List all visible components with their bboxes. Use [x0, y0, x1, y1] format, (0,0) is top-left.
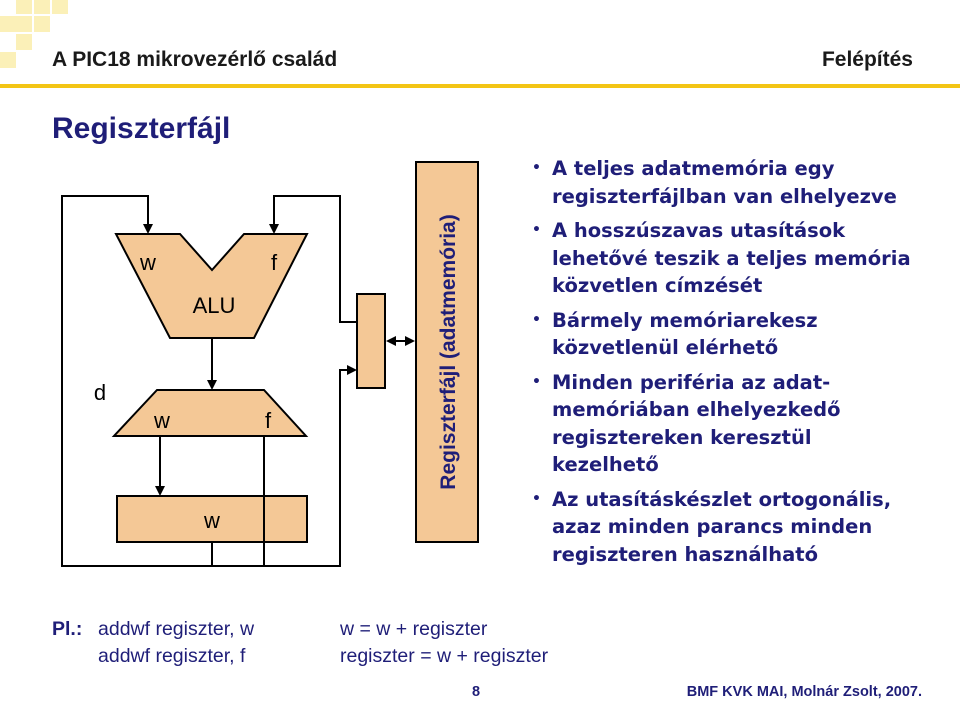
example-prefix: Pl.:: [52, 618, 83, 640]
decor-square: [52, 0, 68, 14]
bullet-item: • Minden periféria az adat-memóriában elh…: [532, 369, 952, 479]
bullet-item: • Az utasításkészlet ortogonális, azaz min…: [532, 486, 952, 569]
mux-to-regfile-wire: [263, 365, 357, 567]
bullet-item: • Bármely memóriarekesz közvetlenül elérhe…: [532, 307, 952, 362]
footer-credit: BMF KVK MAI, Molnár Zsolt, 2007.: [686, 684, 922, 700]
bullet-dot-icon: •: [532, 222, 541, 238]
bullet-list: • A teljes adatmemória egy regiszterfájlba…: [532, 155, 952, 575]
example-instruction-2: addwf regiszter, f: [98, 645, 246, 667]
bullet-line: kezelhető: [552, 453, 659, 476]
decor-square: [16, 0, 32, 14]
page-number: 8: [472, 684, 481, 700]
w-register-box: [116, 495, 308, 543]
alu-input-f-label: f: [271, 250, 278, 275]
bullet-item: • A teljes adatmemória egy regiszterfájlba…: [532, 155, 952, 210]
mux-shape: [111, 389, 309, 437]
w-register-label: w: [203, 508, 220, 533]
bullet-item: • A hosszúszavas utasítások lehetővé teszi…: [532, 217, 952, 300]
header-divider: [0, 84, 960, 88]
bullet-dot-icon: •: [532, 490, 541, 507]
mux-f-label: f: [265, 408, 272, 433]
bullet-dot-icon: •: [532, 311, 541, 328]
bullet-dot-icon: •: [532, 160, 541, 176]
bullet-line: Az utasításkészlet ortogonális,: [552, 487, 892, 511]
address-box: [356, 293, 386, 389]
regfile-to-alu-wire: [269, 195, 357, 323]
register-file-label: Regiszterfájl (adatmemória): [437, 214, 460, 489]
alu-label: ALU: [193, 293, 236, 318]
example-instruction-1: addwf regiszter, w: [98, 618, 255, 640]
bullet-dot-icon: •: [532, 373, 541, 390]
example-result-2: regiszter = w + regiszter: [340, 645, 549, 667]
decor-square: [16, 34, 32, 50]
bullet-line: regiszteren használható: [552, 542, 818, 566]
example-result-1: w = w + regiszter: [340, 618, 488, 640]
register-file-box: [415, 161, 479, 543]
decor-square: [16, 16, 32, 32]
slide-title: Regiszterfájl: [52, 112, 231, 145]
bullet-line: közvetlenül elérhető: [552, 336, 779, 359]
header-section: Felépítés: [821, 48, 913, 71]
bullet-line: memóriában elhelyezkedő: [552, 398, 841, 421]
decor-square: [0, 16, 16, 32]
bullet-line: Minden periféria az adat-: [552, 370, 831, 394]
bullet-line: közvetlen címzését: [552, 274, 763, 297]
bullet-line: Bármely memóriarekesz: [552, 308, 818, 332]
bullet-line: A hosszúszavas utasítások: [552, 219, 846, 242]
decor-square: [34, 16, 50, 32]
decor-square: [0, 52, 16, 68]
bullet-line: lehetővé teszik a teljes memória: [552, 246, 911, 270]
d-label: d: [94, 380, 106, 405]
bullet-line: A teljes adatmemória egy: [552, 157, 835, 180]
alu-shape: [114, 233, 309, 339]
mux-w-label: w: [153, 408, 170, 433]
bullet-line: regiszterfájlban van elhelyezve: [552, 184, 897, 208]
alu-input-w-label: w: [139, 250, 156, 275]
w-feedback-wire: [61, 195, 153, 567]
bullet-line: azaz minden parancs minden: [552, 515, 873, 538]
decor-square: [34, 0, 50, 14]
header-title: A PIC18 mikrovezérlő család: [52, 48, 338, 71]
bullet-line: regisztereken keresztül: [552, 425, 812, 449]
